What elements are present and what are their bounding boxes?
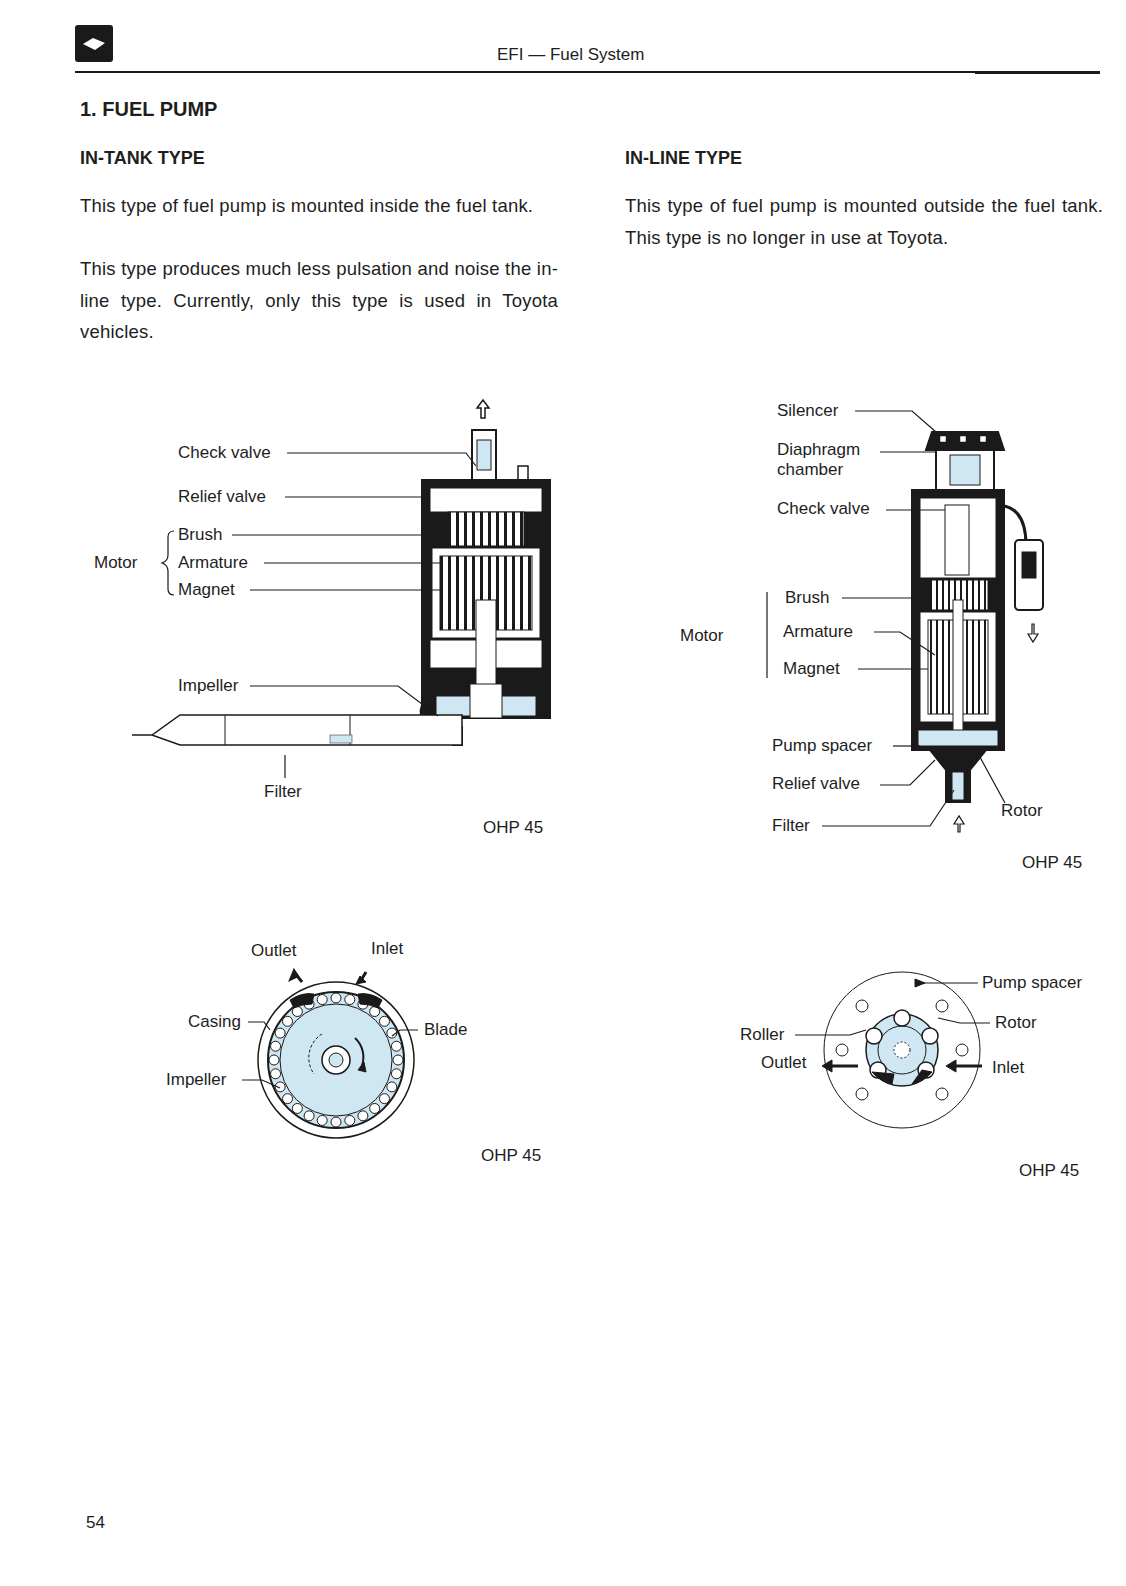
impeller-blade — [391, 1041, 401, 1051]
leader-line — [242, 1022, 418, 1088]
part-label: Brush — [785, 588, 829, 608]
part-label: Inlet — [992, 1058, 1024, 1078]
impeller-blade — [379, 1094, 389, 1104]
part-label: Outlet — [761, 1053, 806, 1073]
leader-line — [795, 983, 990, 1035]
logo-mark — [83, 38, 105, 50]
leader-line — [162, 453, 476, 778]
part-label: Casing — [188, 1012, 241, 1032]
impeller-blade — [379, 1016, 389, 1026]
impeller-blade — [345, 995, 355, 1005]
group-label: Motor — [94, 553, 137, 573]
part-label: Armature — [178, 553, 248, 573]
part-label: Brush — [178, 525, 222, 545]
subheading: IN-LINE TYPE — [625, 148, 742, 168]
impeller-section — [258, 970, 414, 1138]
impeller-blade — [370, 1103, 380, 1113]
impeller-blade — [358, 1111, 368, 1121]
part-label: Pump spacer — [772, 736, 872, 756]
part-label: Blade — [424, 1020, 467, 1040]
part-label: Filter — [264, 782, 302, 802]
roller-pump-section — [822, 972, 982, 1128]
figure-code: OHP 45 — [1022, 853, 1082, 873]
impeller-blade — [331, 993, 341, 1003]
figure-code: OHP 45 — [1019, 1161, 1079, 1181]
part-label: Magnet — [783, 659, 840, 679]
logo-icon — [75, 25, 113, 62]
body-text: This type of fuel pump is mounted outsid… — [625, 190, 1103, 253]
in-line-pump — [912, 432, 1043, 832]
part-label: Outlet — [251, 941, 296, 961]
impeller-blade — [275, 1028, 285, 1038]
in-tank-pump — [132, 400, 550, 745]
impeller-blade — [304, 1111, 314, 1121]
impeller-blade — [271, 1069, 281, 1079]
figure-code: OHP 45 — [483, 818, 543, 838]
body-text: This type produces much less pulsation a… — [80, 253, 558, 348]
impeller-blade — [292, 1103, 302, 1113]
impeller-blade — [331, 1117, 341, 1127]
impeller-blade — [283, 1094, 293, 1104]
part-label: Check valve — [178, 443, 271, 463]
part-label: Check valve — [777, 499, 870, 519]
impeller-blade — [283, 1016, 293, 1026]
part-label: Pump spacer — [982, 973, 1082, 993]
impeller-blade — [269, 1055, 279, 1065]
figure-code: OHP 45 — [481, 1146, 541, 1166]
part-label: Rotor — [1001, 801, 1043, 821]
leader-line — [767, 411, 1005, 826]
page-number: 54 — [86, 1513, 105, 1533]
part-label: Filter — [772, 816, 810, 836]
section-title: 1. FUEL PUMP — [80, 99, 217, 119]
impeller-blade — [271, 1041, 281, 1051]
subheading: IN-TANK TYPE — [80, 148, 205, 168]
impeller-blade — [391, 1069, 401, 1079]
impeller-blade — [317, 1115, 327, 1125]
part-label: Roller — [740, 1025, 784, 1045]
impeller-blade — [317, 995, 327, 1005]
impeller-blade — [387, 1082, 397, 1092]
header-rule — [75, 71, 1100, 73]
part-label: Diaphragm chamber — [777, 440, 887, 480]
part-label: Relief valve — [178, 487, 266, 507]
part-label: Impeller — [166, 1070, 226, 1090]
impeller-blade — [393, 1055, 403, 1065]
part-label: Relief valve — [772, 774, 860, 794]
part-label: Magnet — [178, 580, 235, 600]
impeller-blade — [345, 1115, 355, 1125]
part-label: Rotor — [995, 1013, 1037, 1033]
header-rule — [975, 71, 1100, 74]
part-label: Silencer — [777, 401, 838, 421]
body-text: This type of fuel pump is mounted inside… — [80, 190, 558, 222]
page-header: EFI — Fuel System — [497, 45, 644, 65]
part-label: Inlet — [371, 939, 403, 959]
part-label: Armature — [783, 622, 853, 642]
part-label: Impeller — [178, 676, 238, 696]
group-label: Motor — [680, 626, 723, 646]
